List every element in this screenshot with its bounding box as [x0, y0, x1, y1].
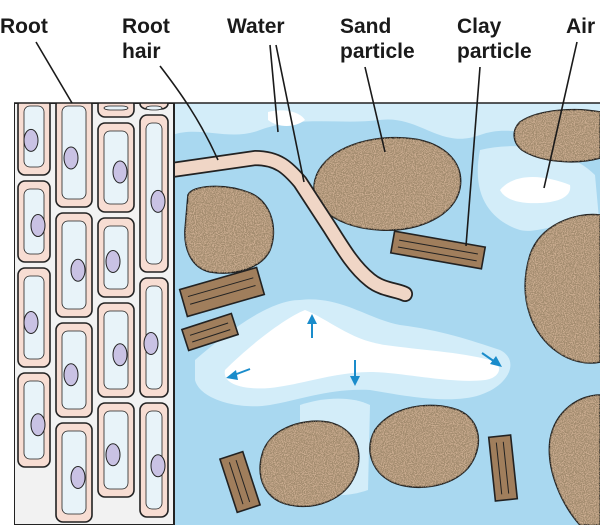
cell-nucleus	[24, 129, 38, 151]
cell-nucleus	[24, 311, 38, 333]
cell-nucleus	[151, 190, 165, 212]
cell-nucleus	[113, 161, 127, 183]
cell-nucleus	[71, 259, 85, 281]
cell-nucleus	[64, 364, 78, 386]
label-water: Water	[227, 15, 285, 38]
cell-nucleus	[31, 215, 45, 237]
label-root-hair-line1: Root	[122, 15, 170, 38]
leader-root	[36, 42, 72, 103]
cell-nucleus	[144, 332, 158, 354]
cell-nucleus	[106, 444, 120, 466]
cell-vacuole	[146, 106, 162, 110]
cell-nucleus	[151, 455, 165, 477]
cell-nucleus	[31, 414, 45, 436]
cell-nucleus	[64, 147, 78, 169]
label-clay-line2: particle	[457, 40, 532, 63]
root-tissue	[14, 98, 174, 525]
labels: Root Root hair Water Sand particle Clay …	[0, 15, 595, 63]
cell-vacuole	[104, 106, 128, 110]
cell-nucleus	[113, 344, 127, 366]
cell-nucleus	[71, 466, 85, 488]
label-sand-line2: particle	[340, 40, 415, 63]
label-sand-line1: Sand	[340, 15, 391, 38]
label-root-hair-line2: hair	[122, 40, 161, 63]
label-root: Root	[0, 15, 48, 38]
label-air: Air	[566, 15, 595, 38]
label-clay-line1: Clay	[457, 15, 502, 38]
cell-nucleus	[106, 250, 120, 272]
